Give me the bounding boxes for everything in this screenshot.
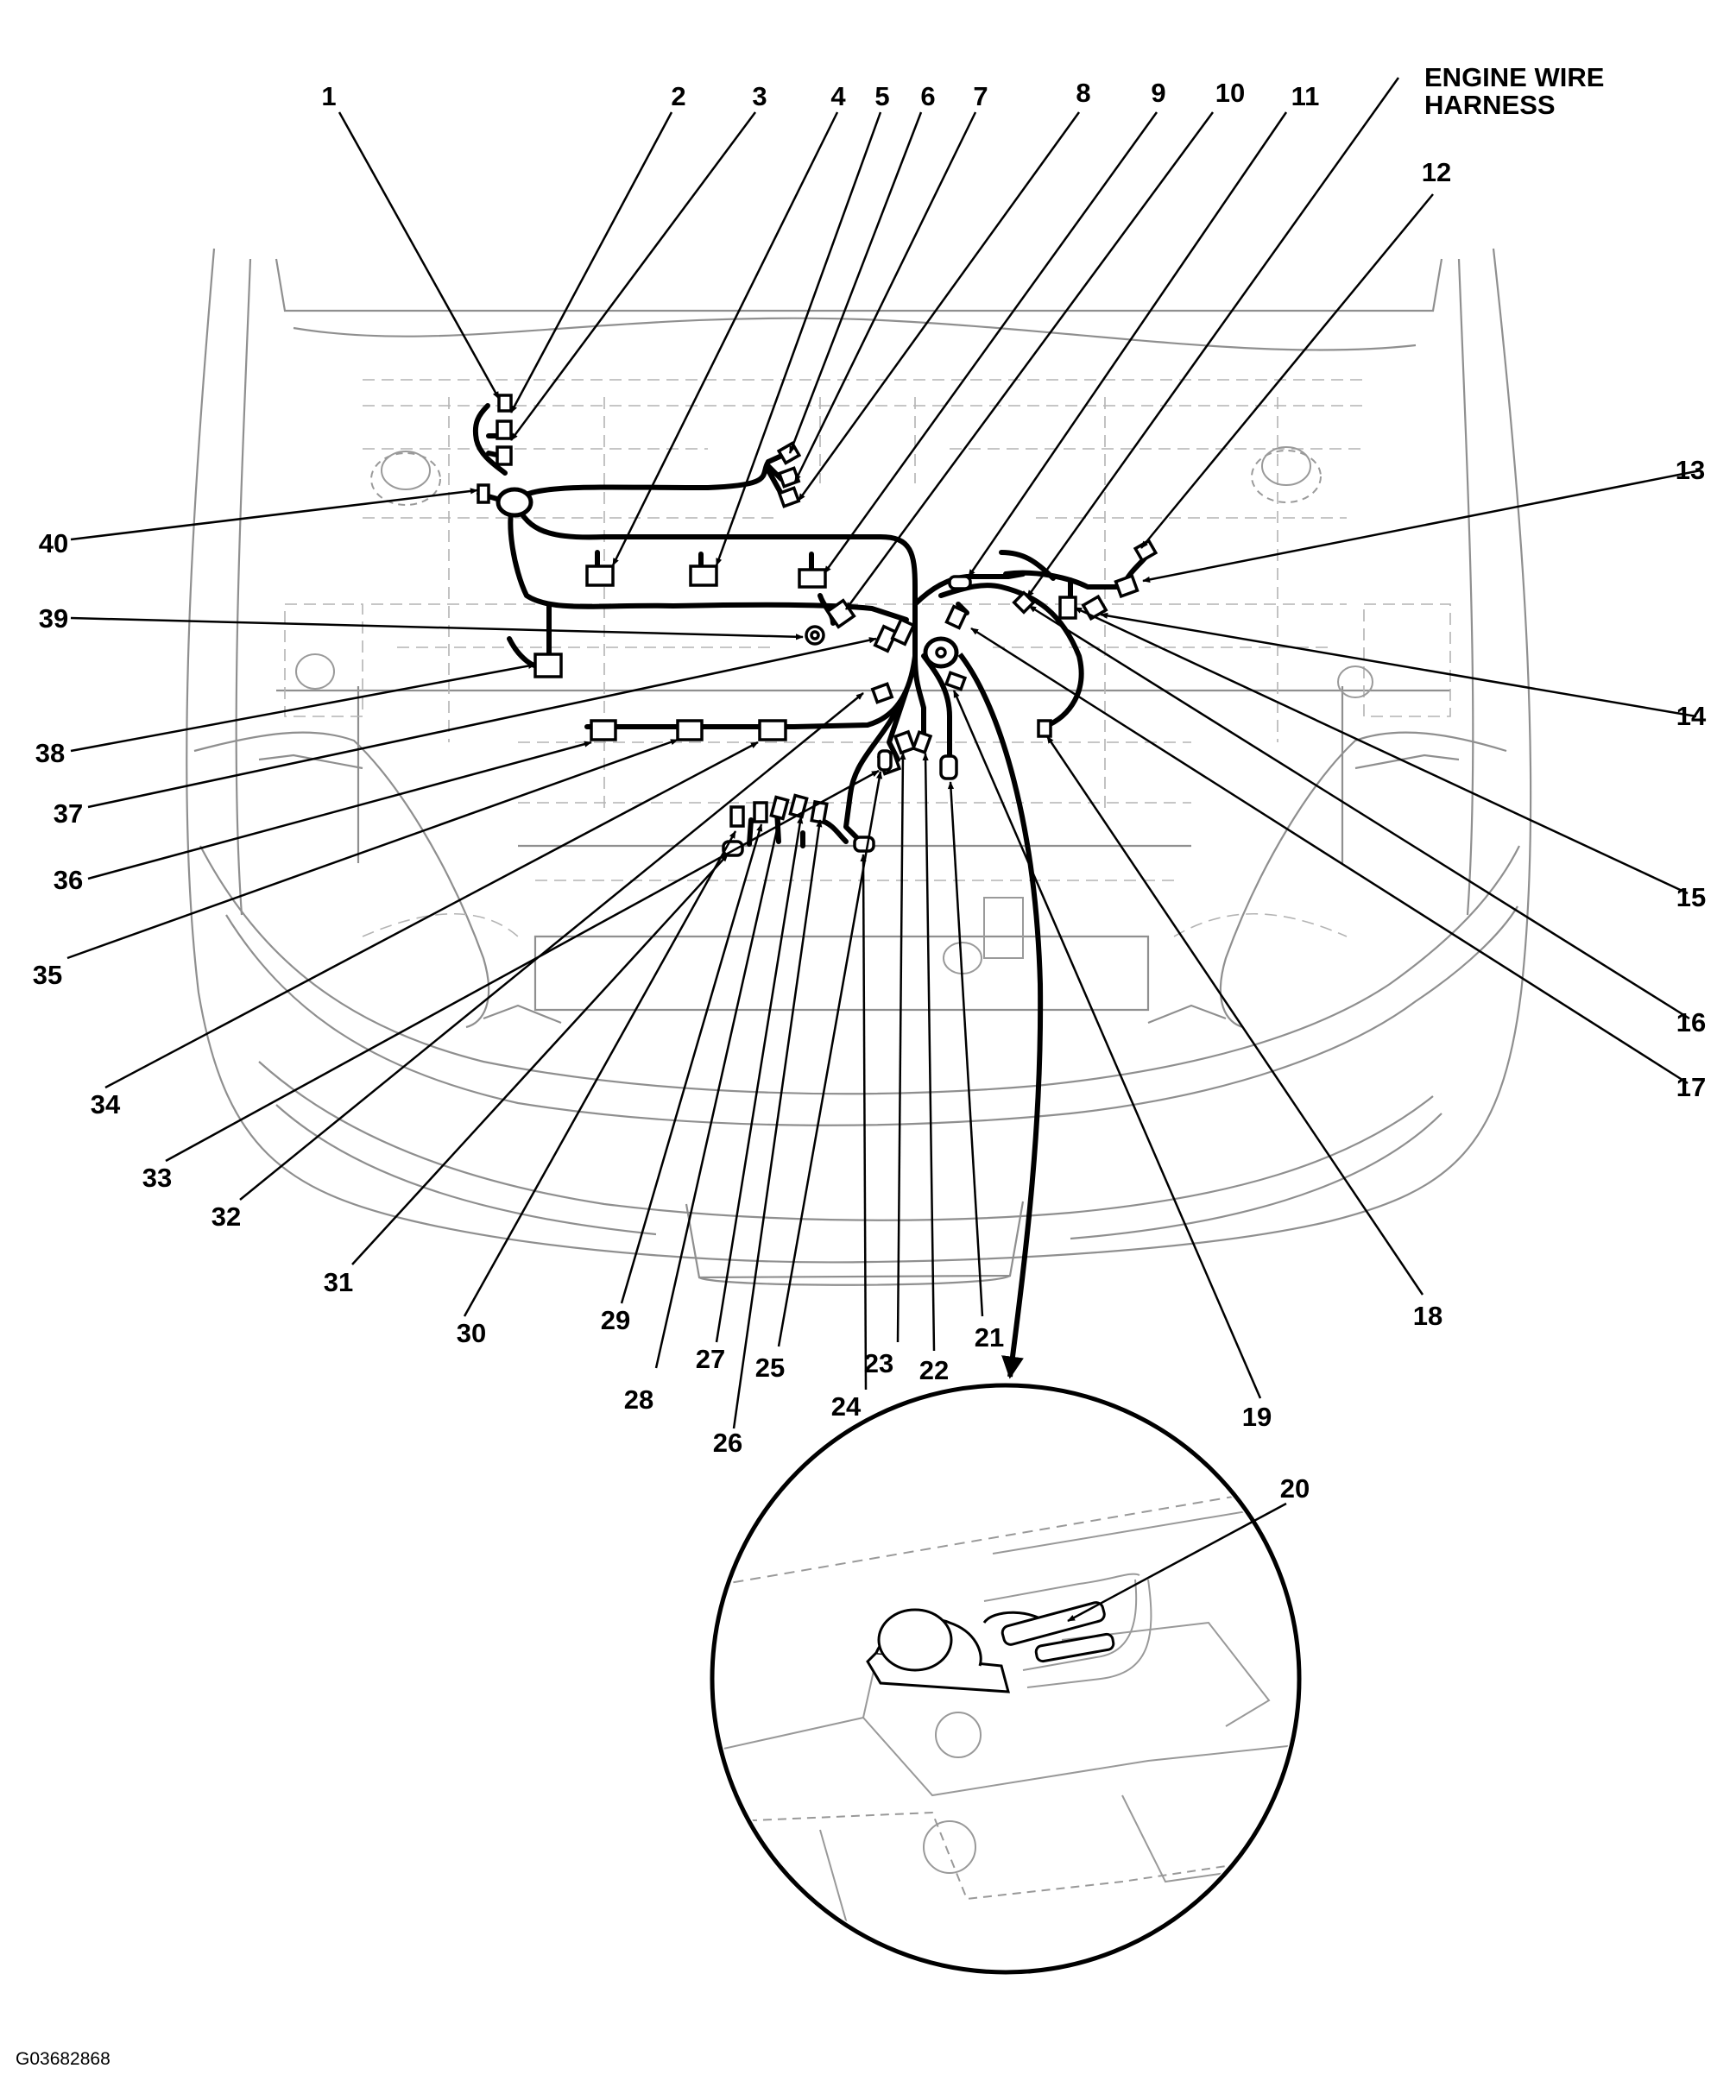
leader-14 <box>1100 612 1697 718</box>
leader-16 <box>1028 604 1690 1020</box>
leader-27 <box>715 816 804 1343</box>
callout-9: 9 <box>1151 78 1165 108</box>
leader-9 <box>823 111 1158 574</box>
leader-22 <box>922 753 936 1352</box>
callout-26: 26 <box>713 1428 742 1458</box>
callout-27: 27 <box>696 1344 725 1374</box>
leader-24 <box>860 854 868 1391</box>
leader-10 <box>844 111 1215 610</box>
leader-5 <box>715 111 882 566</box>
leader-8 <box>797 111 1081 501</box>
leader-32 <box>239 692 864 1201</box>
callout-37: 37 <box>54 798 83 829</box>
callout-31: 31 <box>324 1267 353 1297</box>
callout-35: 35 <box>33 960 62 990</box>
figure-reference-id: G03682868 <box>16 2049 110 2069</box>
leader-40 <box>70 488 478 541</box>
leader-31 <box>351 854 729 1265</box>
callout-28: 28 <box>624 1384 653 1415</box>
callout-19: 19 <box>1242 1402 1272 1432</box>
leader-12 <box>1140 193 1434 549</box>
callout-20: 20 <box>1280 1473 1310 1504</box>
leader-11 <box>967 111 1288 577</box>
callout-25: 25 <box>755 1353 785 1383</box>
callout-leader-lines <box>66 77 1701 1623</box>
callout-10: 10 <box>1215 78 1245 108</box>
leader-6 <box>788 111 923 454</box>
callout-38: 38 <box>35 738 65 768</box>
harness-title-line-1: ENGINE WIRE <box>1424 62 1604 92</box>
callout-2: 2 <box>671 81 685 111</box>
leader-7 <box>793 111 977 482</box>
harness-title-line-2: HARNESS <box>1424 90 1556 120</box>
leader-21 <box>947 781 984 1317</box>
callout-13: 13 <box>1676 455 1705 485</box>
leader-39 <box>70 616 804 640</box>
leader-18 <box>1045 735 1424 1296</box>
callout-30: 30 <box>457 1318 486 1348</box>
callout-18: 18 <box>1413 1301 1442 1331</box>
leader-34 <box>104 741 759 1089</box>
leader-37 <box>87 637 877 809</box>
leader-20 <box>1067 1502 1287 1623</box>
callout-3: 3 <box>752 81 767 111</box>
leader-36 <box>87 741 592 880</box>
callout-39: 39 <box>39 603 68 634</box>
leader-35 <box>66 738 679 960</box>
callout-36: 36 <box>54 865 83 895</box>
leader-4 <box>611 111 839 566</box>
callout-14: 14 <box>1676 701 1707 731</box>
leader-29 <box>620 823 763 1304</box>
callout-8: 8 <box>1076 78 1090 108</box>
leader-17 <box>970 627 1689 1085</box>
callout-21: 21 <box>975 1322 1004 1353</box>
callout-23: 23 <box>864 1348 893 1378</box>
callout-15: 15 <box>1676 882 1706 912</box>
callout-6: 6 <box>920 81 935 111</box>
leader-13 <box>1142 469 1701 583</box>
callout-34: 34 <box>91 1089 121 1119</box>
leader-25 <box>777 771 883 1347</box>
inset-pointer-arrow <box>957 653 1044 1379</box>
callout-16: 16 <box>1676 1007 1706 1037</box>
leader-19 <box>952 690 1262 1399</box>
leader-33 <box>165 769 880 1163</box>
leader-harness <box>1026 77 1400 598</box>
callout-7: 7 <box>973 81 988 111</box>
callout-33: 33 <box>142 1163 172 1193</box>
callout-4: 4 <box>830 81 846 111</box>
callout-40: 40 <box>39 528 68 558</box>
leader-28 <box>654 817 781 1369</box>
callout-24: 24 <box>831 1391 862 1422</box>
callout-32: 32 <box>211 1201 241 1232</box>
leader-15 <box>1074 606 1689 895</box>
callout-5: 5 <box>874 81 889 111</box>
leader-26 <box>732 819 823 1429</box>
leader-30 <box>463 830 737 1317</box>
ground-bolt-inset <box>710 1383 1302 1975</box>
leader-2 <box>509 111 673 413</box>
callout-12: 12 <box>1422 157 1451 187</box>
callout-17: 17 <box>1676 1072 1706 1102</box>
callout-29: 29 <box>601 1305 630 1335</box>
callout-11: 11 <box>1291 81 1320 111</box>
harness-connectors <box>477 394 1158 857</box>
leader-23 <box>896 752 906 1343</box>
vehicle-body-outline <box>186 248 1532 1286</box>
leader-1 <box>338 111 501 400</box>
leader-38 <box>70 662 536 753</box>
leader-3 <box>509 111 757 441</box>
engine-bay-detail <box>284 379 1451 937</box>
callout-22: 22 <box>919 1355 949 1385</box>
callout-labels: 1 2 3 4 5 6 7 8 9 10 11 12 13 14 15 16 1… <box>16 62 1707 2069</box>
callout-1: 1 <box>321 81 336 111</box>
